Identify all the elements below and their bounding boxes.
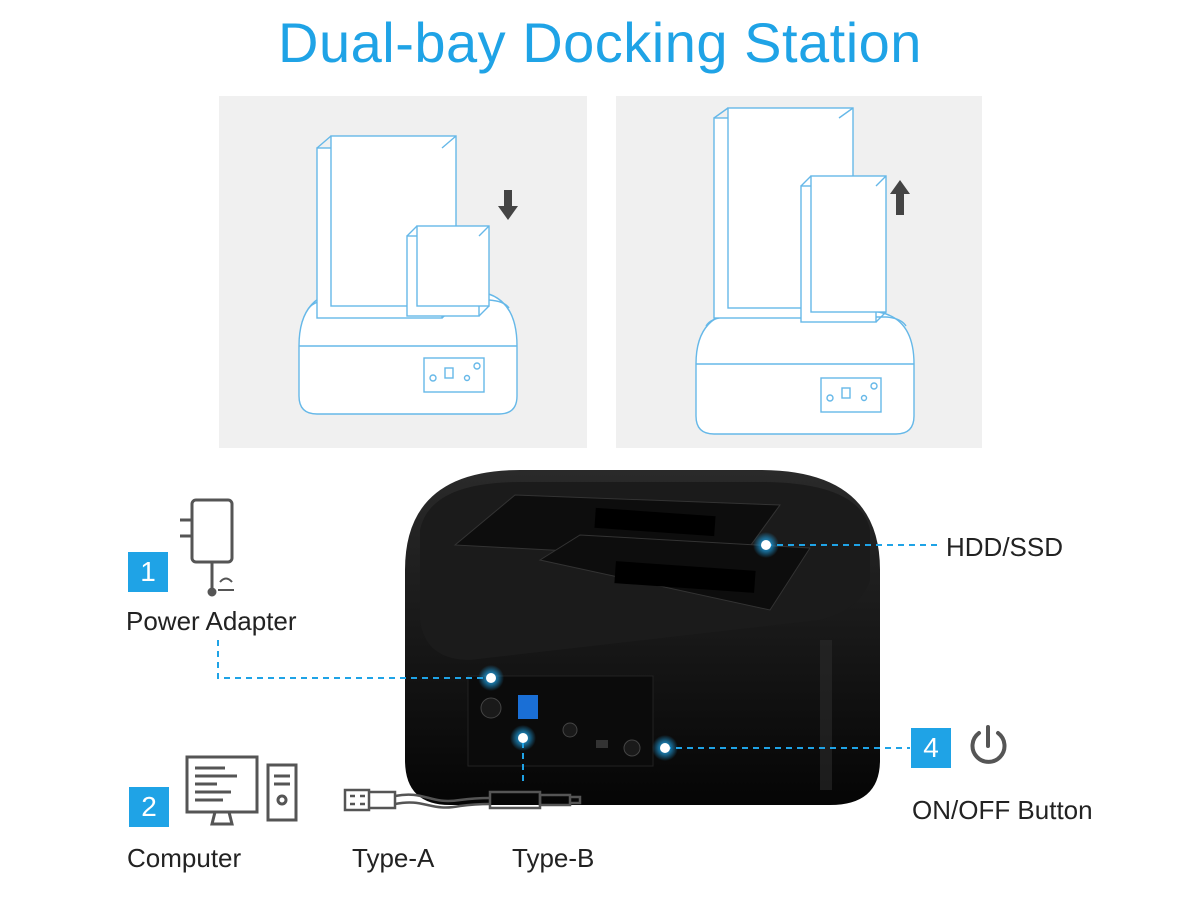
arrow-down-icon <box>498 190 518 220</box>
usb-cable-icon <box>343 788 582 812</box>
type-a-label: Type-A <box>352 843 435 873</box>
page-title: Dual-bay Docking Station <box>278 11 922 74</box>
power-symbol-icon <box>970 725 1007 764</box>
dock-insert-sketch <box>298 135 518 415</box>
docking-station-photo <box>405 470 880 805</box>
insert-illustration-panel <box>219 96 587 448</box>
type-b-label: Type-B <box>512 843 595 873</box>
step-2-badge: 2 <box>129 787 169 827</box>
computer-label: Computer <box>127 843 242 873</box>
remove-illustration-panel <box>616 96 982 448</box>
dock-remove-sketch <box>695 107 915 435</box>
hdd-ssd-label: HDD/SSD <box>946 532 1064 562</box>
power-adapter-icon <box>180 498 234 597</box>
callout-dots <box>478 532 779 761</box>
arrow-up-icon <box>890 180 910 215</box>
step-4-badge: 4 <box>911 728 951 768</box>
computer-icon <box>185 755 298 826</box>
step-1-badge: 1 <box>128 552 168 592</box>
onoff-button-label: ON/OFF Button <box>912 795 1093 825</box>
power-adapter-label: Power Adapter <box>126 606 297 636</box>
power-callout-line <box>217 640 491 679</box>
